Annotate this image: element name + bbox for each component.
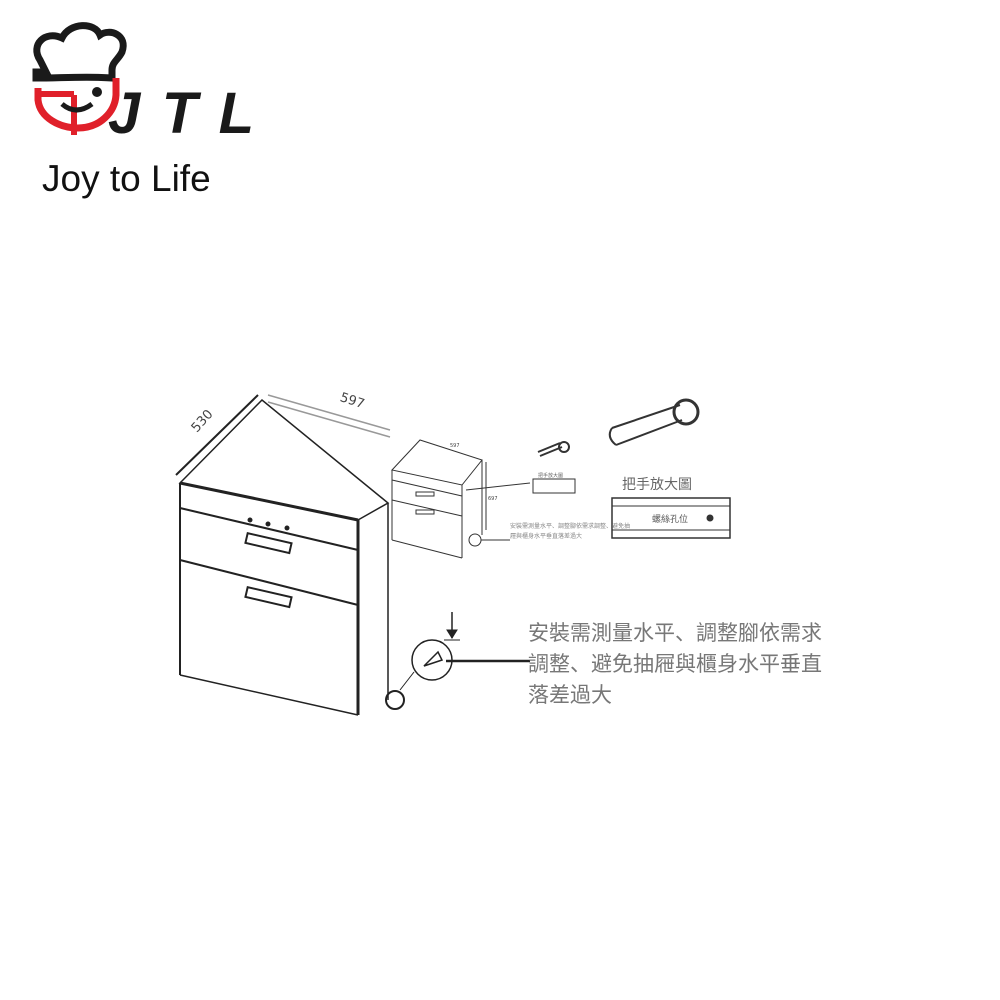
width-dimension: 597 [338, 390, 366, 412]
handle-zoom [611, 497, 731, 539]
small-height-dimension: 697 [488, 496, 498, 502]
depth-dimension: 530 [189, 407, 217, 435]
installation-note: 安裝需測量水平、調整腳依需求調整、避免抽屜與櫃身水平垂直落差過大 [528, 621, 822, 707]
brand-tagline: Joy to Life [42, 158, 211, 199]
foot-detail [399, 612, 530, 691]
cabinet-small [391, 439, 576, 559]
jtl-logo: JTL [32, 22, 258, 146]
small-handle-title: 把手放大圖 [538, 473, 564, 479]
screw-icon [537, 398, 700, 457]
handle-zoom-label: 螺絲孔位 [652, 515, 689, 525]
svg-text:JTL: JTL [108, 81, 258, 146]
handle-zoom-title: 把手放大圖 [622, 477, 692, 493]
small-width-dimension: 597 [450, 443, 460, 449]
cabinet-large [175, 394, 405, 716]
small-installation-note: 安裝需測量水平、調整腳依需求調整、避免抽屜與櫃身水平垂直落差過大 [510, 523, 631, 540]
